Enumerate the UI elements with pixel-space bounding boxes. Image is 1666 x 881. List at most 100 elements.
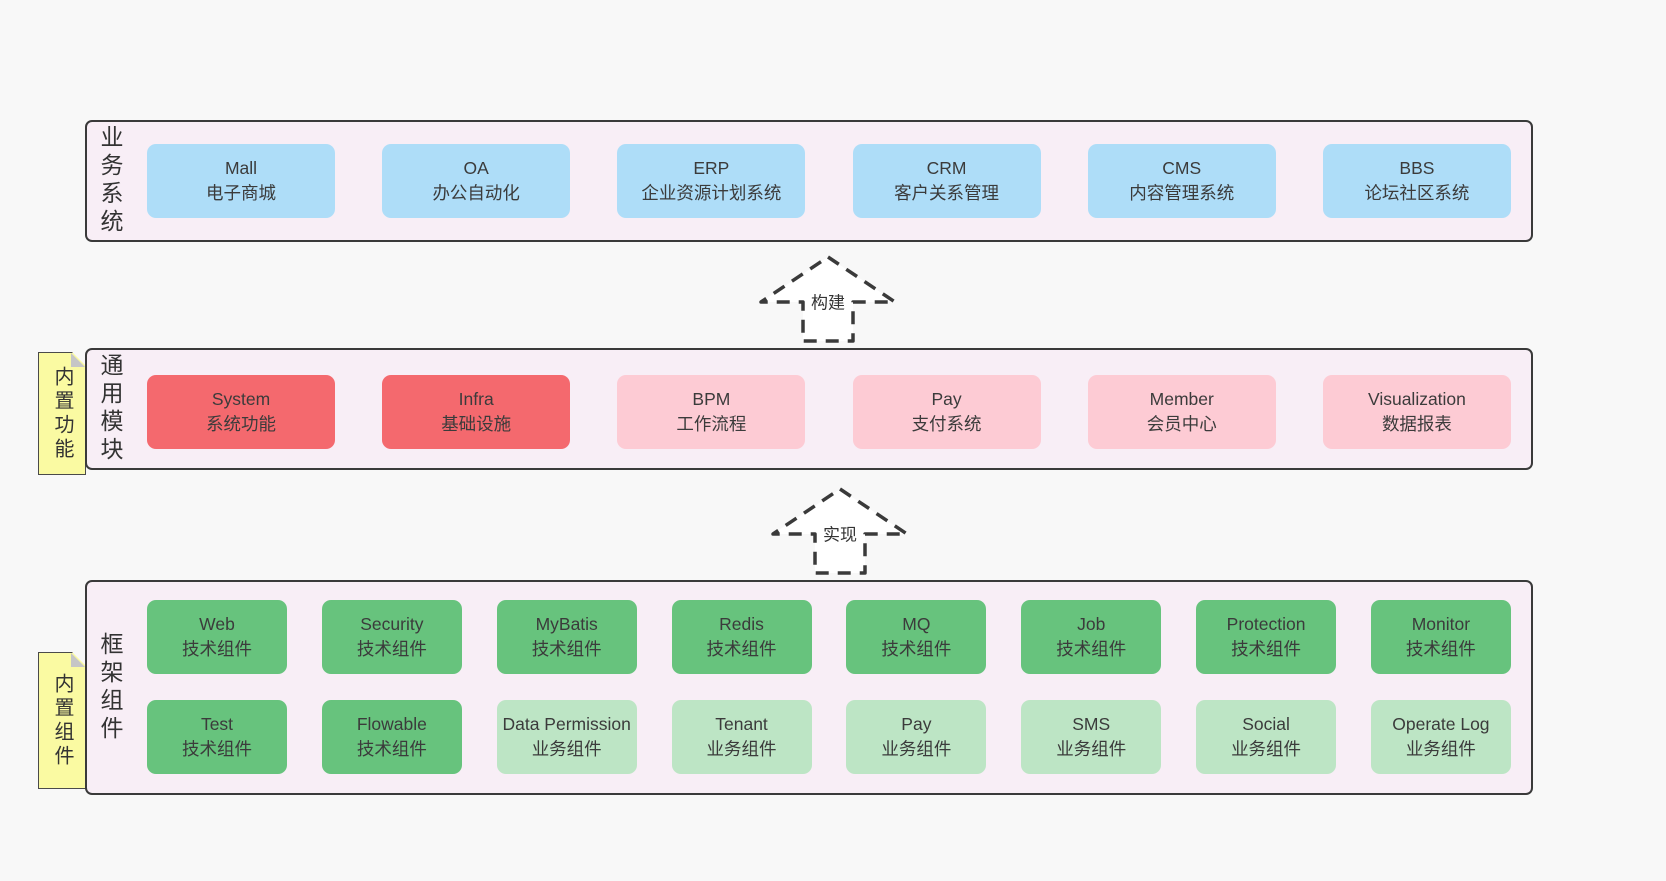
box-title: Pay [901, 714, 932, 735]
box-subtitle: 技术组件 [531, 639, 602, 659]
box-subtitle: 办公自动化 [432, 183, 520, 203]
box-subtitle: 业务组件 [1231, 739, 1302, 759]
box-bpm: BPM 工作流程 [617, 375, 806, 449]
box-subtitle: 技术组件 [1056, 639, 1127, 659]
box-bbs: BBS 论坛社区系统 [1322, 144, 1511, 218]
builtin-features-tab: 内置功能 [38, 352, 86, 475]
box-title: Social [1242, 714, 1290, 735]
box-tenant: Tenant 业务组件 [671, 700, 812, 774]
business-systems-panel: 业务系统 Mall 电子商城 OA 办公自动化 ERP 企业资源计划系统 CRM… [85, 120, 1533, 242]
box-pay-module: Pay 支付系统 [852, 375, 1041, 449]
box-title: Tenant [715, 714, 768, 735]
box-title: Web [199, 614, 235, 635]
box-subtitle: 技术组件 [356, 639, 427, 659]
framework-components-row-2: Test 技术组件 Flowable 技术组件 Data Permission … [147, 700, 1511, 774]
business-systems-label: 业务系统 [97, 125, 123, 237]
common-modules-panel: 通用模块 System 系统功能 Infra 基础设施 BPM 工作流程 Pay… [85, 348, 1533, 470]
box-member: Member 会员中心 [1087, 375, 1276, 449]
common-modules-label: 通用模块 [97, 353, 123, 465]
box-title: SMS [1072, 714, 1111, 735]
box-mall: Mall 电子商城 [147, 144, 335, 218]
box-erp: ERP 企业资源计划系统 [617, 144, 806, 218]
box-infra: Infra 基础设施 [382, 375, 571, 449]
common-modules-row: System 系统功能 Infra 基础设施 BPM 工作流程 Pay 支付系统… [147, 375, 1511, 449]
box-system: System 系统功能 [147, 375, 335, 449]
box-title: OA [463, 158, 489, 179]
box-subtitle: 技术组件 [1231, 639, 1302, 659]
box-subtitle: 工作流程 [676, 414, 747, 434]
box-title: MQ [902, 614, 931, 635]
box-subtitle: 论坛社区系统 [1364, 183, 1470, 203]
box-subtitle: 技术组件 [1405, 639, 1476, 659]
business-systems-row: Mall 电子商城 OA 办公自动化 ERP 企业资源计划系统 CRM 客户关系… [147, 144, 1511, 218]
box-title: Job [1077, 614, 1106, 635]
box-subtitle: 支付系统 [911, 414, 982, 434]
framework-components-label: 框架组件 [97, 631, 123, 744]
box-title: Data Permission [502, 714, 631, 735]
box-title: Security [360, 614, 424, 635]
box-pay-component: Pay 业务组件 [846, 700, 987, 774]
box-subtitle: 数据报表 [1381, 414, 1452, 434]
box-cms: CMS 内容管理系统 [1087, 144, 1276, 218]
box-title: Redis [719, 614, 764, 635]
box-title: System [211, 389, 271, 410]
box-title: Infra [458, 389, 494, 410]
box-oa: OA 办公自动化 [382, 144, 571, 218]
box-subtitle: 业务组件 [881, 739, 952, 759]
box-subtitle: 系统功能 [206, 414, 276, 434]
box-sms: SMS 业务组件 [1021, 700, 1162, 774]
box-subtitle: 内容管理系统 [1129, 183, 1235, 203]
box-title: Operate Log [1392, 714, 1490, 735]
box-redis: Redis 技术组件 [671, 600, 812, 674]
box-title: BPM [692, 389, 731, 410]
box-title: Mall [224, 158, 258, 179]
box-title: ERP [693, 158, 730, 179]
box-job: Job 技术组件 [1021, 600, 1162, 674]
framework-components-panel: 框架组件 Web 技术组件 Security 技术组件 MyBatis 技术组件… [85, 580, 1533, 795]
box-title: CMS [1162, 158, 1202, 179]
build-arrow: 构建 [758, 254, 898, 344]
box-subtitle: 技术组件 [356, 739, 427, 759]
box-title: MyBatis [535, 614, 598, 635]
box-title: Monitor [1411, 614, 1471, 635]
box-title: Pay [931, 389, 962, 410]
build-arrow-label: 构建 [809, 288, 847, 314]
box-data-permission: Data Permission 业务组件 [496, 700, 637, 774]
box-title: Member [1149, 389, 1214, 410]
box-title: CRM [926, 158, 967, 179]
box-subtitle: 业务组件 [1056, 739, 1127, 759]
box-visualization: Visualization 数据报表 [1322, 375, 1511, 449]
framework-components-row-1: Web 技术组件 Security 技术组件 MyBatis 技术组件 Redi… [147, 600, 1511, 674]
box-protection: Protection 技术组件 [1196, 600, 1337, 674]
builtin-features-tab-label: 内置功能 [51, 365, 73, 462]
box-web: Web 技术组件 [147, 600, 287, 674]
box-monitor: Monitor 技术组件 [1370, 600, 1511, 674]
box-title: BBS [1399, 158, 1435, 179]
implement-arrow-label: 实现 [821, 520, 859, 546]
box-subtitle: 技术组件 [182, 739, 252, 759]
box-subtitle: 技术组件 [182, 639, 252, 659]
box-crm: CRM 客户关系管理 [852, 144, 1041, 218]
box-flowable: Flowable 技术组件 [321, 700, 462, 774]
box-subtitle: 电子商城 [206, 183, 276, 203]
builtin-components-tab: 内置组件 [38, 652, 86, 789]
box-subtitle: 技术组件 [881, 639, 952, 659]
box-subtitle: 业务组件 [531, 739, 602, 759]
implement-arrow: 实现 [770, 486, 910, 576]
box-subtitle: 业务组件 [1405, 739, 1476, 759]
box-mq: MQ 技术组件 [846, 600, 987, 674]
box-subtitle: 业务组件 [706, 739, 777, 759]
box-title: Visualization [1367, 389, 1466, 410]
box-subtitle: 技术组件 [706, 639, 777, 659]
box-test: Test 技术组件 [147, 700, 287, 774]
box-title: Protection [1226, 614, 1306, 635]
box-title: Flowable [356, 714, 427, 735]
box-security: Security 技术组件 [321, 600, 462, 674]
box-title: Test [200, 714, 234, 735]
box-mybatis: MyBatis 技术组件 [496, 600, 637, 674]
box-social: Social 业务组件 [1196, 700, 1337, 774]
box-operate-log: Operate Log 业务组件 [1370, 700, 1511, 774]
box-subtitle: 基础设施 [441, 414, 512, 434]
builtin-components-tab-label: 内置组件 [51, 672, 73, 769]
